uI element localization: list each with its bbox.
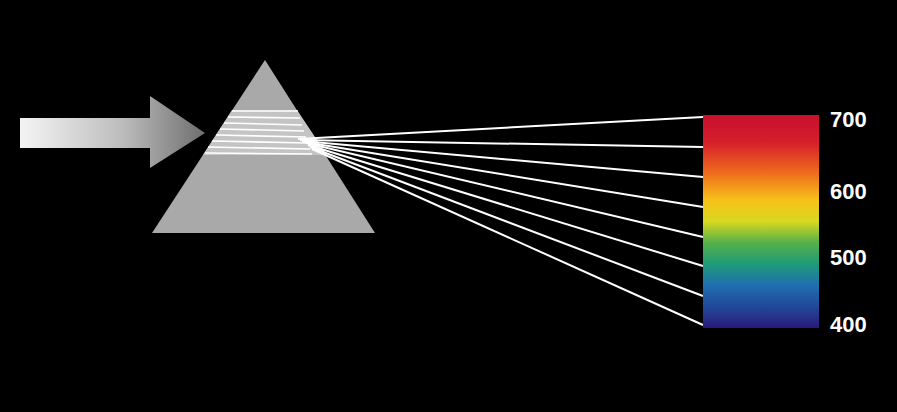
wavelength-label: 500 [830, 247, 867, 269]
light-band [203, 110, 327, 155]
dispersed-rays [298, 117, 703, 325]
wavelength-label: 600 [830, 181, 867, 203]
wavelength-label: 400 [830, 314, 867, 336]
white-light-arrow [20, 96, 205, 168]
wavelength-label: 700 [830, 109, 867, 131]
internal-rays [205, 111, 312, 154]
spectrum-band [703, 115, 819, 328]
prism [152, 60, 375, 233]
